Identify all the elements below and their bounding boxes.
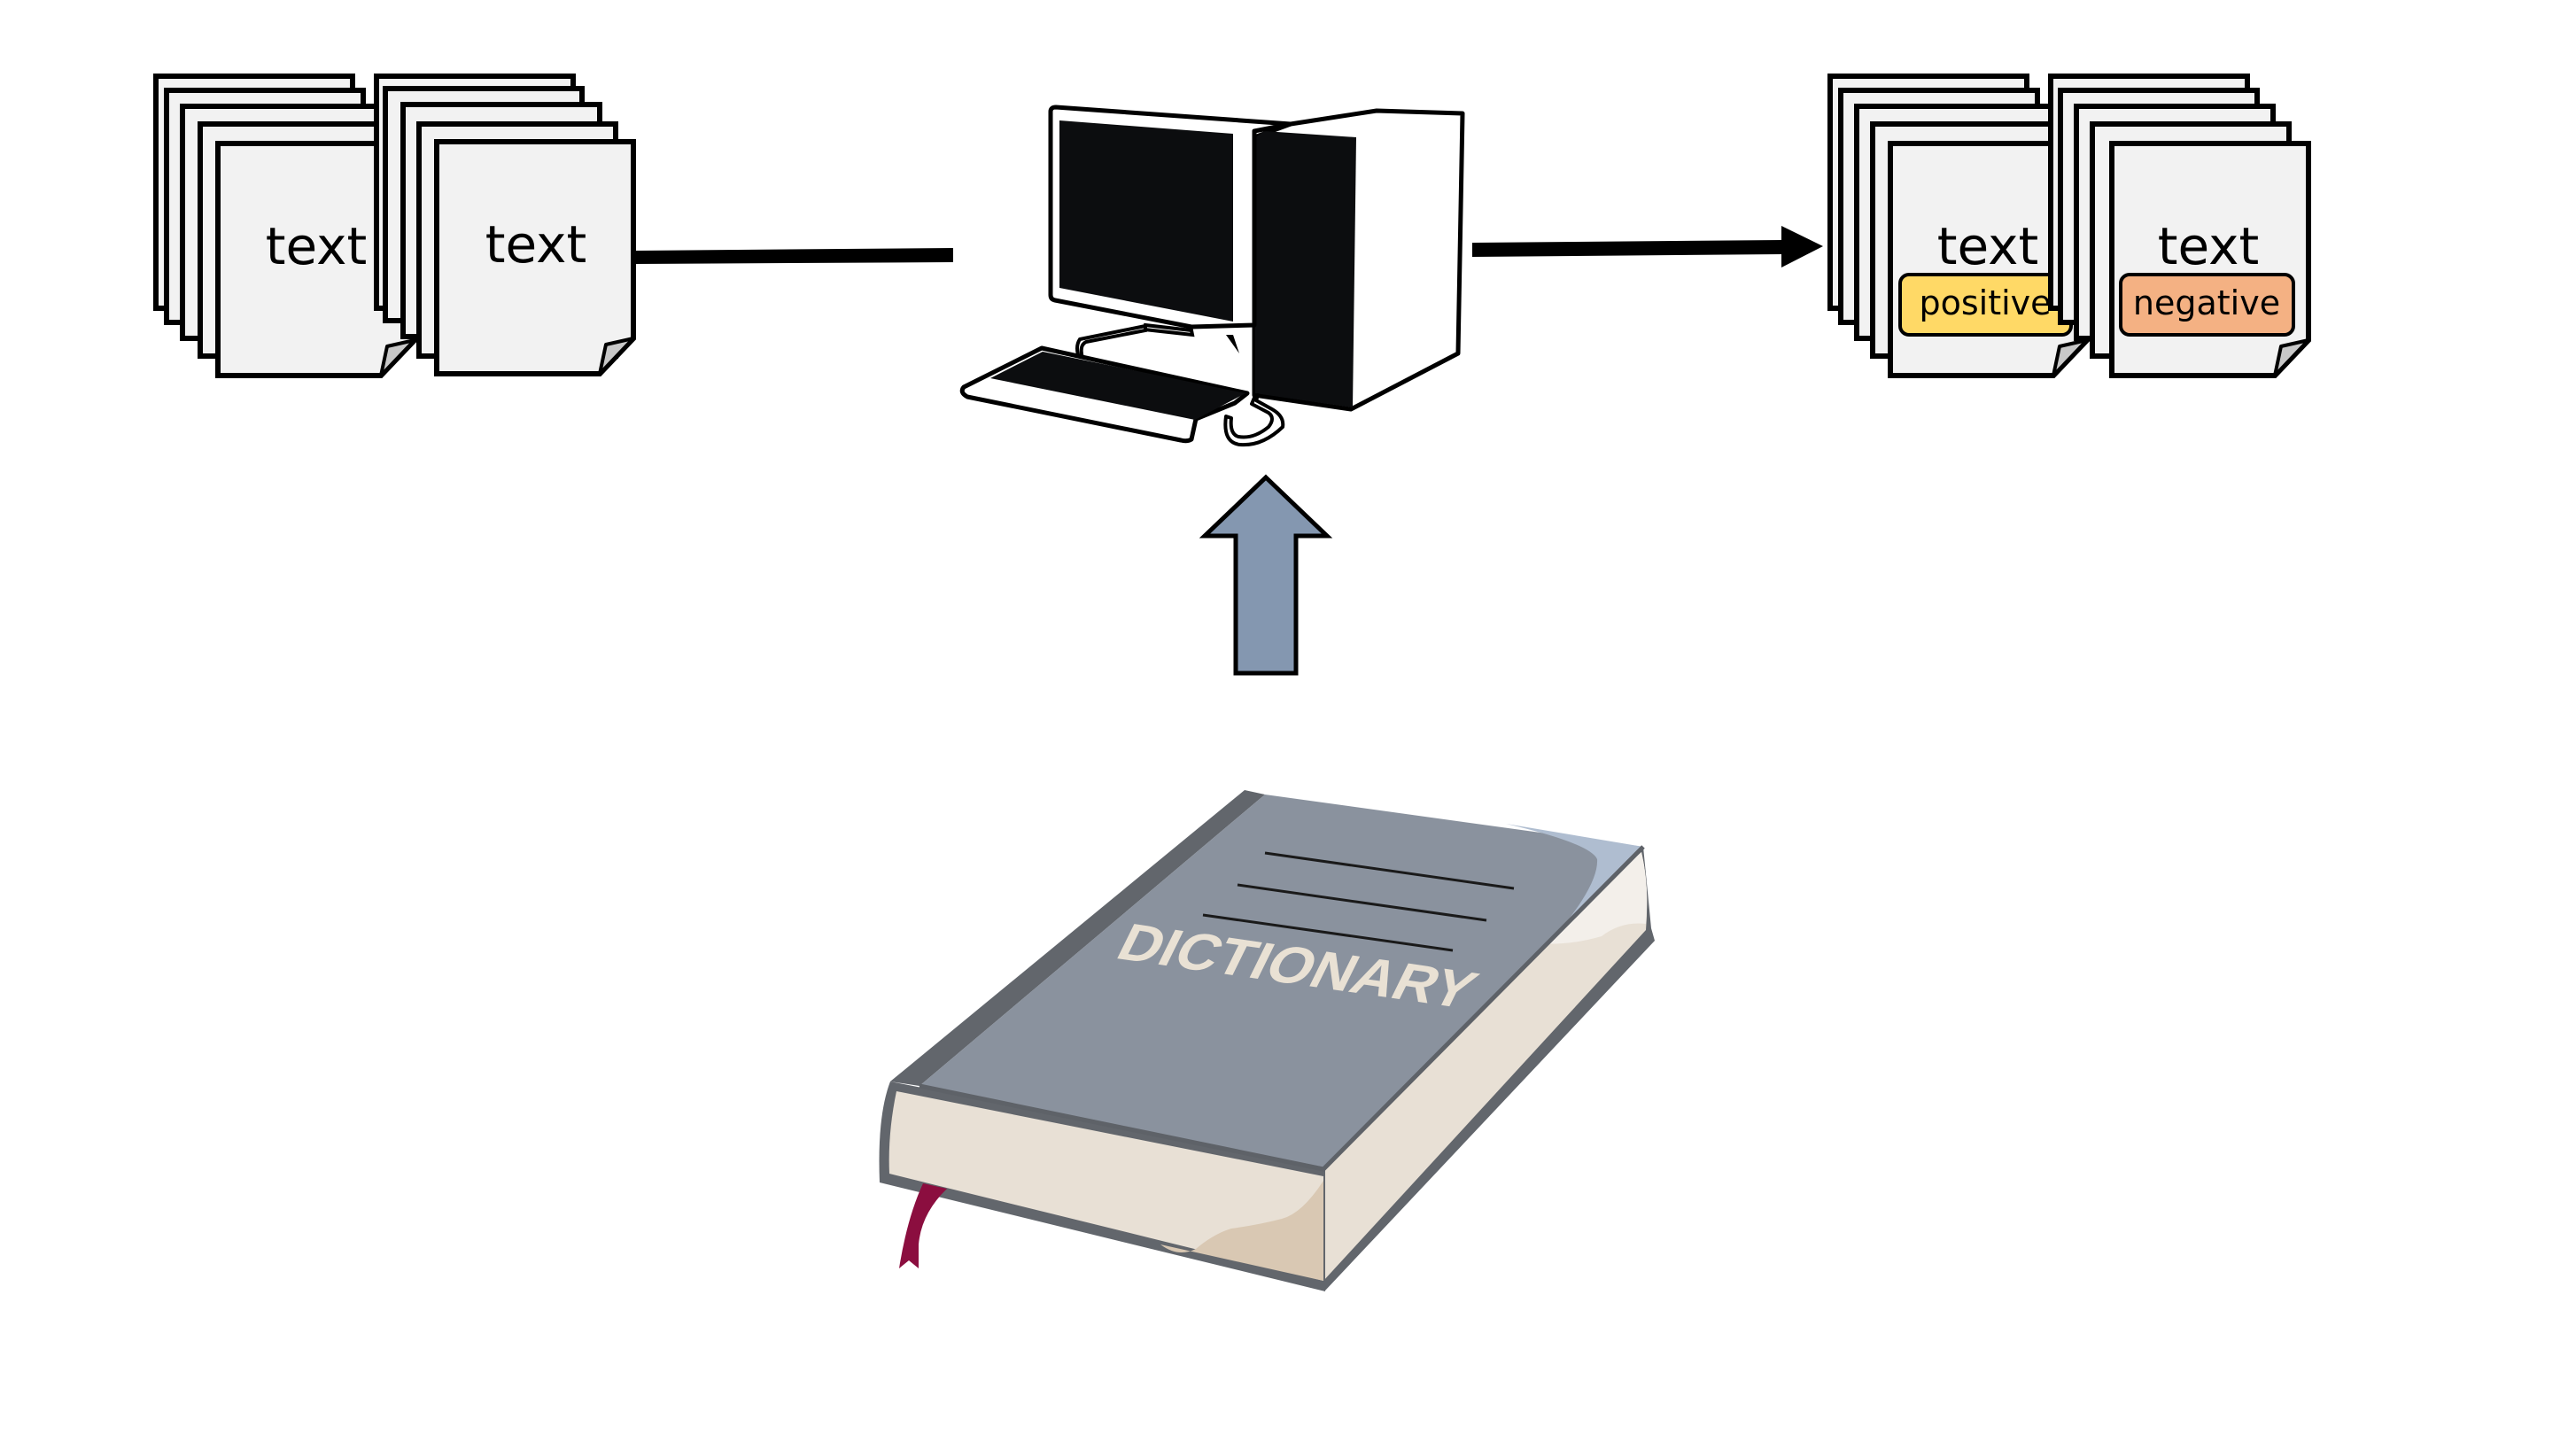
- document-label: text: [2158, 216, 2259, 276]
- sentiment-tag-label: negative: [2133, 283, 2280, 322]
- input-connector-line: [634, 248, 953, 264]
- document-label: text: [485, 214, 586, 275]
- computer-icon: [959, 105, 1465, 447]
- lexicon-up-arrow: [1199, 474, 1333, 676]
- output-documents: text positive text negative: [1830, 76, 2308, 376]
- input-documents: text text: [156, 76, 633, 376]
- sentiment-tag-negative: [2119, 273, 2295, 337]
- document-label: text: [266, 216, 367, 276]
- document-stack: text negative: [2051, 76, 2308, 376]
- output-connector-arrow: [1472, 226, 1823, 267]
- book-icon: DICTIONARY: [879, 790, 1655, 1291]
- document-label: text: [1937, 216, 2038, 276]
- document-stack: text: [156, 76, 415, 376]
- book-cover: [919, 795, 1643, 1169]
- bookmark-ribbon: [899, 1183, 947, 1268]
- document-stack: text: [376, 76, 633, 374]
- sentiment-tag-label: positive: [1919, 283, 2051, 322]
- document-stack: text positive: [1830, 76, 2087, 376]
